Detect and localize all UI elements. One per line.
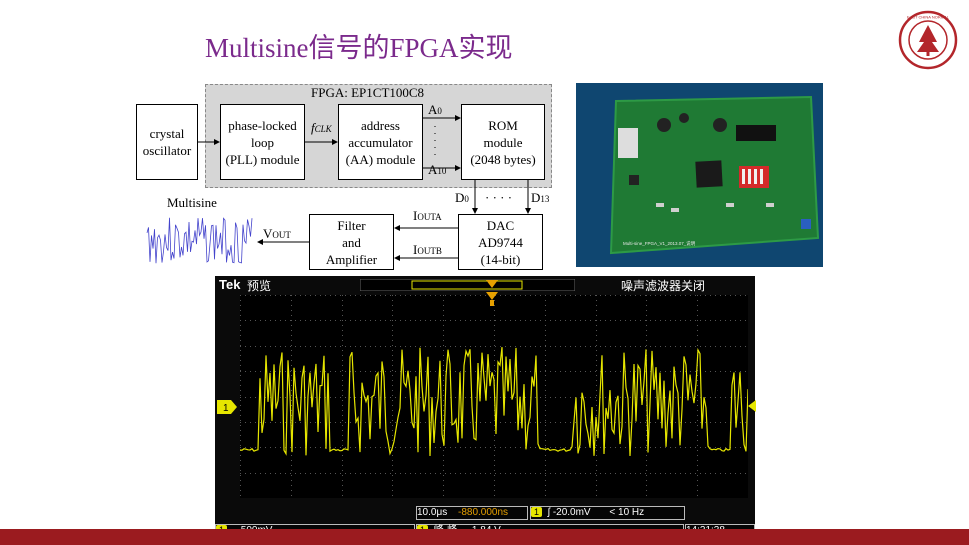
ioutb-label: IOUTB [413, 242, 442, 257]
dac-label-1: DAC [486, 217, 515, 233]
university-logo-icon: EAST CHINA NORMAL [898, 10, 958, 70]
d13-label: D13 [531, 190, 550, 205]
data-bus-dots: · · · · [485, 190, 513, 205]
dac-label-2: AD9744 [478, 234, 523, 250]
filter-amplifier-block: Filter and Amplifier [309, 214, 394, 270]
trigger-level-value: -20.0mV [552, 507, 591, 518]
dac-label-3: (14-bit) [480, 251, 521, 267]
rom-label-1: ROM [488, 117, 518, 133]
trigger-position-value: -880.000ns [458, 507, 509, 518]
rom-label-2: module [483, 134, 523, 150]
filter-label-3: Amplifier [325, 251, 378, 267]
crystal-label-1: crystal [149, 126, 185, 141]
pll-module-block: phase-locked loop (PLL) module [220, 104, 305, 180]
rising-edge-icon: ʃ [547, 507, 551, 518]
iouta-label: IOUTA [413, 208, 442, 223]
rom-label-3: (2048 bytes) [470, 151, 536, 167]
pll-label-1: phase-locked [228, 117, 297, 133]
trigger-frequency-value: < 10 Hz [609, 507, 645, 518]
noise-filter-status: 噪声滤波器关闭 [620, 279, 705, 293]
d0-label: D0 [455, 190, 469, 205]
fpga-block-diagram: FPGA: EP1CT100C8 crystal oscillator phas… [135, 82, 570, 274]
fclk-label: fCLK [311, 120, 332, 135]
trigger-position-marker-icon [486, 280, 498, 306]
pll-label-2: loop [250, 134, 275, 150]
crystal-label-2: oscillator [142, 143, 192, 158]
trigger-source-badge: 1 [531, 507, 543, 517]
svg-text:1: 1 [223, 403, 229, 414]
multisine-waveform [146, 217, 253, 264]
multisine-label: Multisine [167, 195, 217, 210]
dac-block: DAC AD9744 (14-bit) [458, 214, 543, 270]
pll-label-3: (PLL) module [225, 151, 300, 167]
diagram-connectors [146, 115, 531, 264]
scope-mode: 预览 [247, 279, 272, 293]
scope-brand: Tek [219, 277, 241, 292]
horizontal-settings: 10.0μs -880.000ns [416, 506, 528, 520]
scope-screen [239, 295, 749, 499]
slide-title: Multisine信号的FPGA实现 [205, 33, 513, 63]
crystal-oscillator-block: crystal oscillator [136, 104, 198, 180]
oscilloscope-display: Tek 预览 噪声滤波器关闭 1 10.0μs -880.000ns 1 ʃ -… [215, 276, 756, 539]
board-silkscreen-text: Multi-sine_FPGA_V1_2013.07_说明 [623, 240, 696, 247]
svg-text:EAST CHINA NORMAL: EAST CHINA NORMAL [907, 15, 950, 20]
ch1-ground-marker-icon: 1 [217, 400, 237, 414]
rom-module-block: ROM module (2048 bytes) [461, 104, 545, 180]
aa-label-3: (AA) module [345, 151, 416, 167]
aa-label-2: accumulator [348, 134, 413, 150]
trigger-settings: 1 ʃ -20.0mV < 10 Hz [530, 506, 685, 520]
filter-label-2: and [342, 234, 361, 250]
record-position-bar [360, 279, 575, 291]
footer-bar [0, 529, 969, 545]
trigger-level-marker-icon [748, 400, 756, 412]
a10-label: A10 [428, 162, 447, 177]
address-accumulator-block: address accumulator (AA) module [338, 104, 423, 180]
filter-label-1: Filter [337, 217, 366, 233]
vout-label: VOUT [263, 226, 291, 241]
fpga-label: FPGA: EP1CT100C8 [311, 85, 425, 100]
scope-top-bar: Tek 预览 噪声滤波器关闭 [215, 276, 755, 294]
timebase-value: 10.0μs [417, 507, 448, 518]
a0-label: A0 [428, 102, 442, 117]
pcb-photo: Multi-sine_FPGA_V1_2013.07_说明 [576, 83, 823, 267]
aa-label-1: address [361, 117, 400, 133]
